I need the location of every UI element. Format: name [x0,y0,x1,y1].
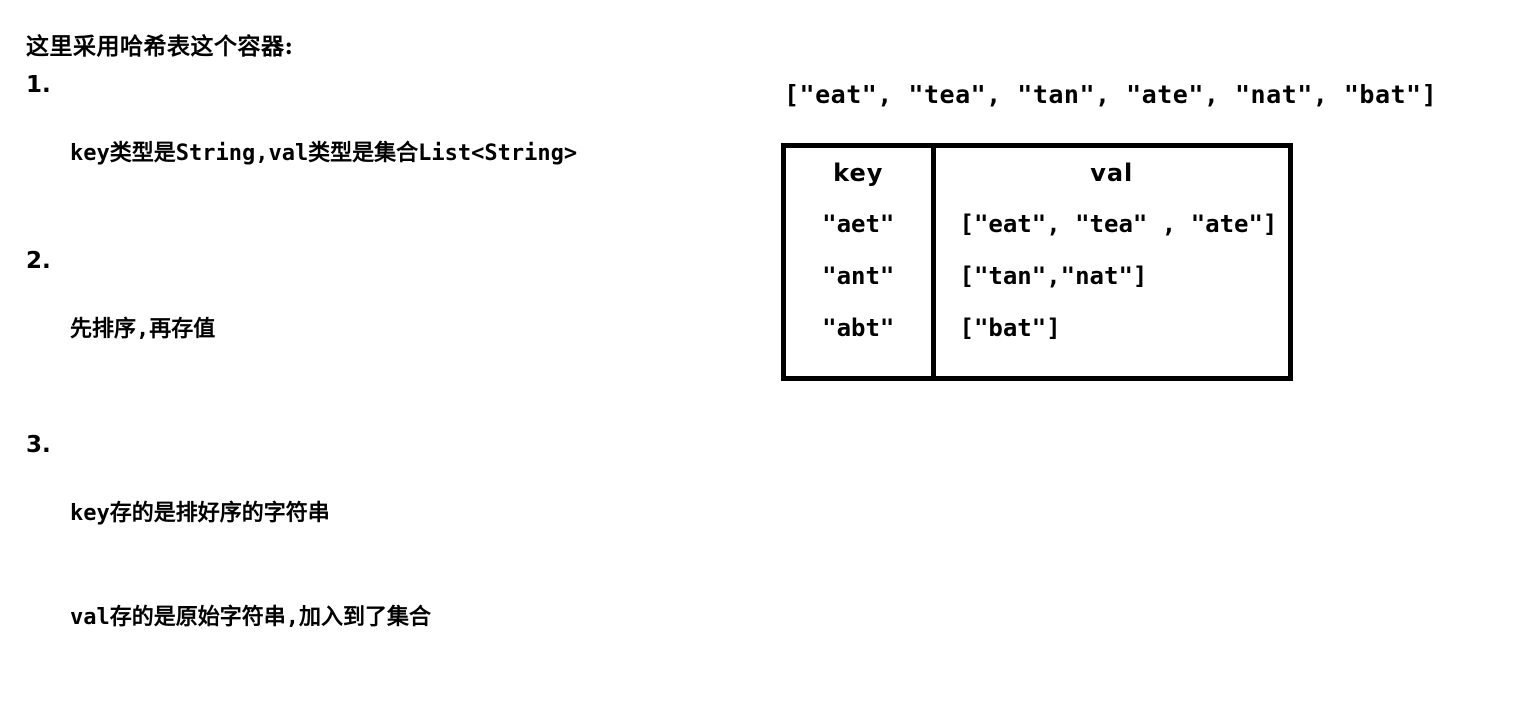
notes-panel: 这里采用哈希表这个容器: 1. key类型是String,val类型是集合Lis… [26,30,726,704]
cell-key-empty [786,354,936,376]
note-text-1: key类型是String,val类型是集合List<String> [70,68,577,240]
note-item-1: 1. key类型是String,val类型是集合List<String> [26,68,726,240]
note-text-3-line-2: val存的是原始字符串,加入到了集合 [70,605,431,630]
note-item-2: 2. 先排序,再存值 [26,244,726,416]
table-row: "ant" ["tan","nat"] [786,250,1288,302]
note-text-1-line-1: key类型是String,val类型是集合List<String> [70,141,578,166]
cell-val-2: ["tan","nat"] [959,262,1148,290]
input-array-literal: ["eat", "tea", "tan", "ate", "nat", "bat… [784,80,1438,109]
column-header-val: val [1090,159,1134,187]
table-row: "abt" ["bat"] [786,302,1288,354]
column-header-key: key [786,148,936,198]
hash-table-diagram: key val "aet" ["eat", "tea" , "ate"] "an… [781,143,1293,381]
cell-key-2: "ant" [786,250,936,302]
cell-val-3: ["bat"] [959,314,1061,342]
note-text-3-line-1: key存的是排好序的字符串 [70,501,330,526]
table-row: "aet" ["eat", "tea" , "ate"] [786,198,1288,250]
table-empty-row [786,354,1288,376]
cell-val-1: ["eat", "tea" , "ate"] [959,210,1278,238]
cell-key-3: "abt" [786,302,936,354]
note-text-3: key存的是排好序的字符串 val存的是原始字符串,加入到了集合 [70,428,431,704]
note-number-1: 1. [26,72,51,98]
note-number-3: 3. [26,432,51,458]
note-text-2-line-1: 先排序,再存值 [70,317,216,342]
note-item-3: 3. key存的是排好序的字符串 val存的是原始字符串,加入到了集合 [26,428,726,704]
note-number-2: 2. [26,248,51,274]
cell-val-empty [933,354,1288,376]
notes-title: 这里采用哈希表这个容器: [26,33,294,60]
cell-key-1: "aet" [786,198,936,250]
table-header-row: key val [786,148,1288,198]
hash-table: key val "aet" ["eat", "tea" , "ate"] "an… [786,148,1288,376]
note-text-2: 先排序,再存值 [70,244,215,416]
